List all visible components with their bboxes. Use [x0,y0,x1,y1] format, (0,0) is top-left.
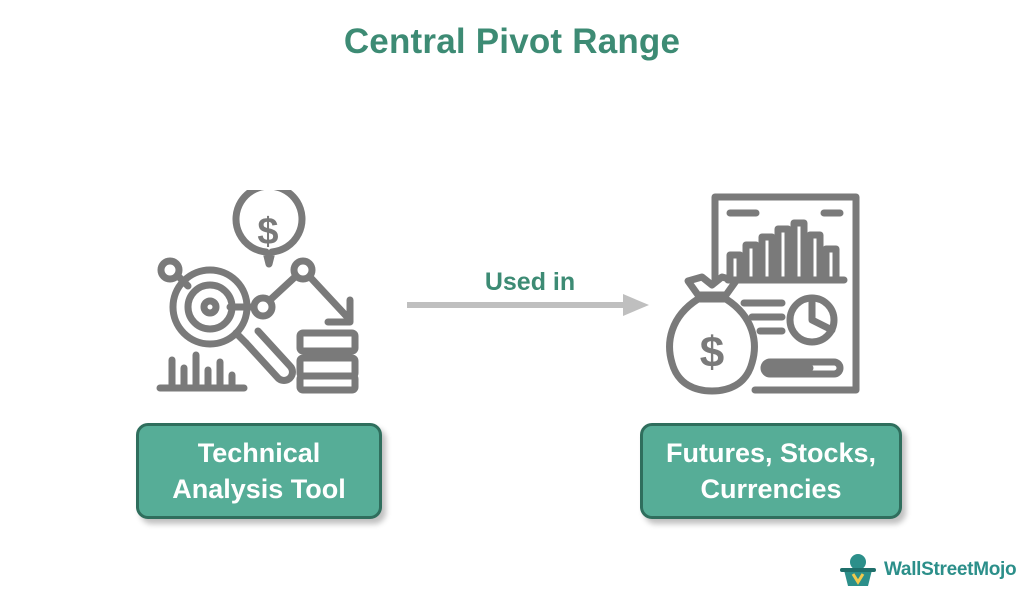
right-node-label-line2: Currencies [700,474,842,504]
connector-label: Used in [484,268,576,296]
left-node-label-line1: Technical [197,438,321,468]
brand-watermark: WallStreetMojo [838,552,1017,588]
svg-text:$: $ [257,211,278,253]
futures-stocks-currencies-box: Futures, Stocks, Currencies [640,423,902,519]
left-node-label-line2: Analysis Tool [172,474,346,504]
financial-report-money-bag-icon: $ [666,193,860,395]
analysis-chart-magnifier-icon: $ [156,190,359,394]
right-node-label-line1: Futures, Stocks, [665,438,877,468]
connector-arrow [407,294,649,316]
brand-name: WallStreetMojo [884,559,1017,580]
diagram-title: Central Pivot Range [343,22,681,61]
wallstreetmojo-logo-icon [840,554,876,586]
svg-text:$: $ [700,328,724,377]
technical-analysis-tool-box: Technical Analysis Tool [136,423,382,519]
